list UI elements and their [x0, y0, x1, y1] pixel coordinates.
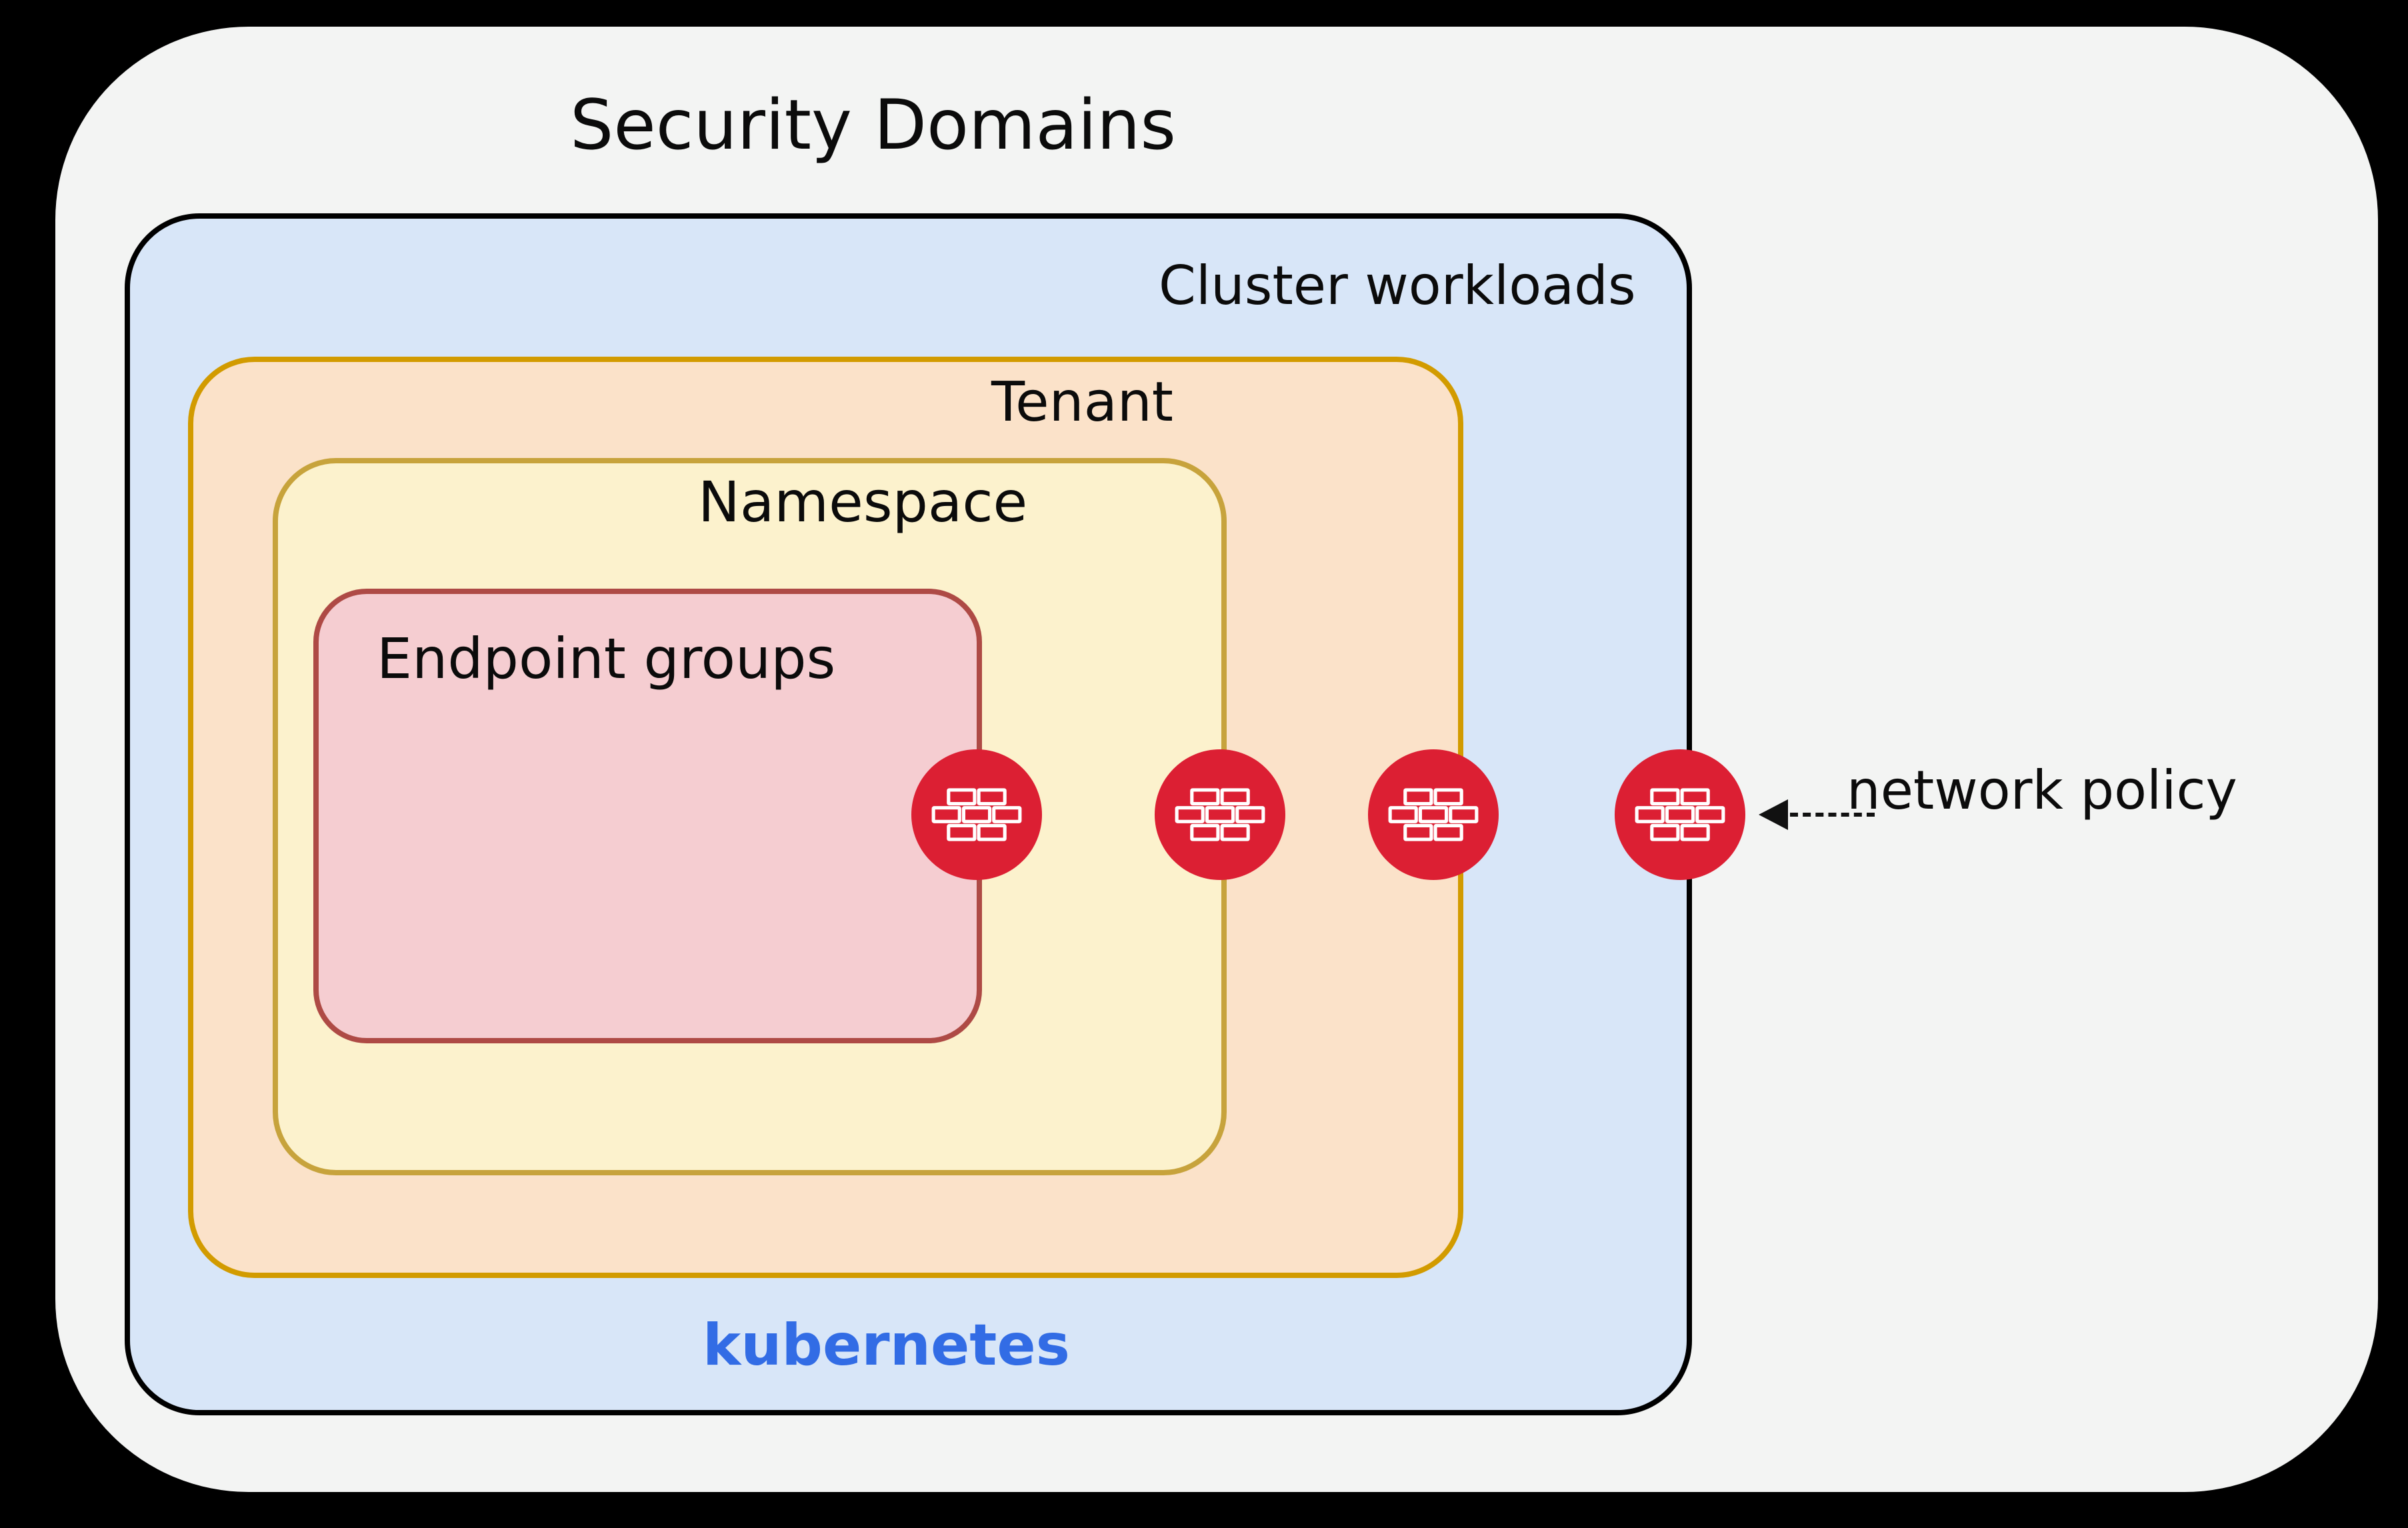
network-policy-label: network policy	[1847, 759, 2237, 821]
domain-namespace: Namespace Endpoint groups	[273, 458, 1227, 1175]
firewall-brick-wall-icon	[1633, 788, 1727, 841]
firewall-cluster-boundary	[1615, 749, 1745, 880]
network-policy-arrow-dashes	[1790, 813, 1875, 817]
firewall-namespace-boundary	[1155, 749, 1285, 880]
firewall-endpoint-boundary	[911, 749, 1042, 880]
firewall-brick-wall-icon	[930, 788, 1023, 841]
cluster-workloads-label: Cluster workloads	[1159, 255, 1636, 317]
network-policy-arrowhead-icon	[1759, 799, 1788, 830]
firewall-brick-wall-icon	[1173, 788, 1267, 841]
diagram-title: Security Domains	[570, 85, 1177, 165]
firewall-brick-wall-icon	[1387, 788, 1480, 841]
namespace-label: Namespace	[698, 469, 1028, 535]
domain-tenant: Tenant Namespace Endpoint groups	[188, 357, 1463, 1278]
kubernetes-wordmark: kubernetes	[703, 1312, 1070, 1379]
firewall-tenant-boundary	[1368, 749, 1499, 880]
tenant-label: Tenant	[991, 371, 1173, 434]
domain-endpoint-groups: Endpoint groups	[313, 589, 982, 1043]
endpoint-groups-label: Endpoint groups	[377, 626, 836, 691]
